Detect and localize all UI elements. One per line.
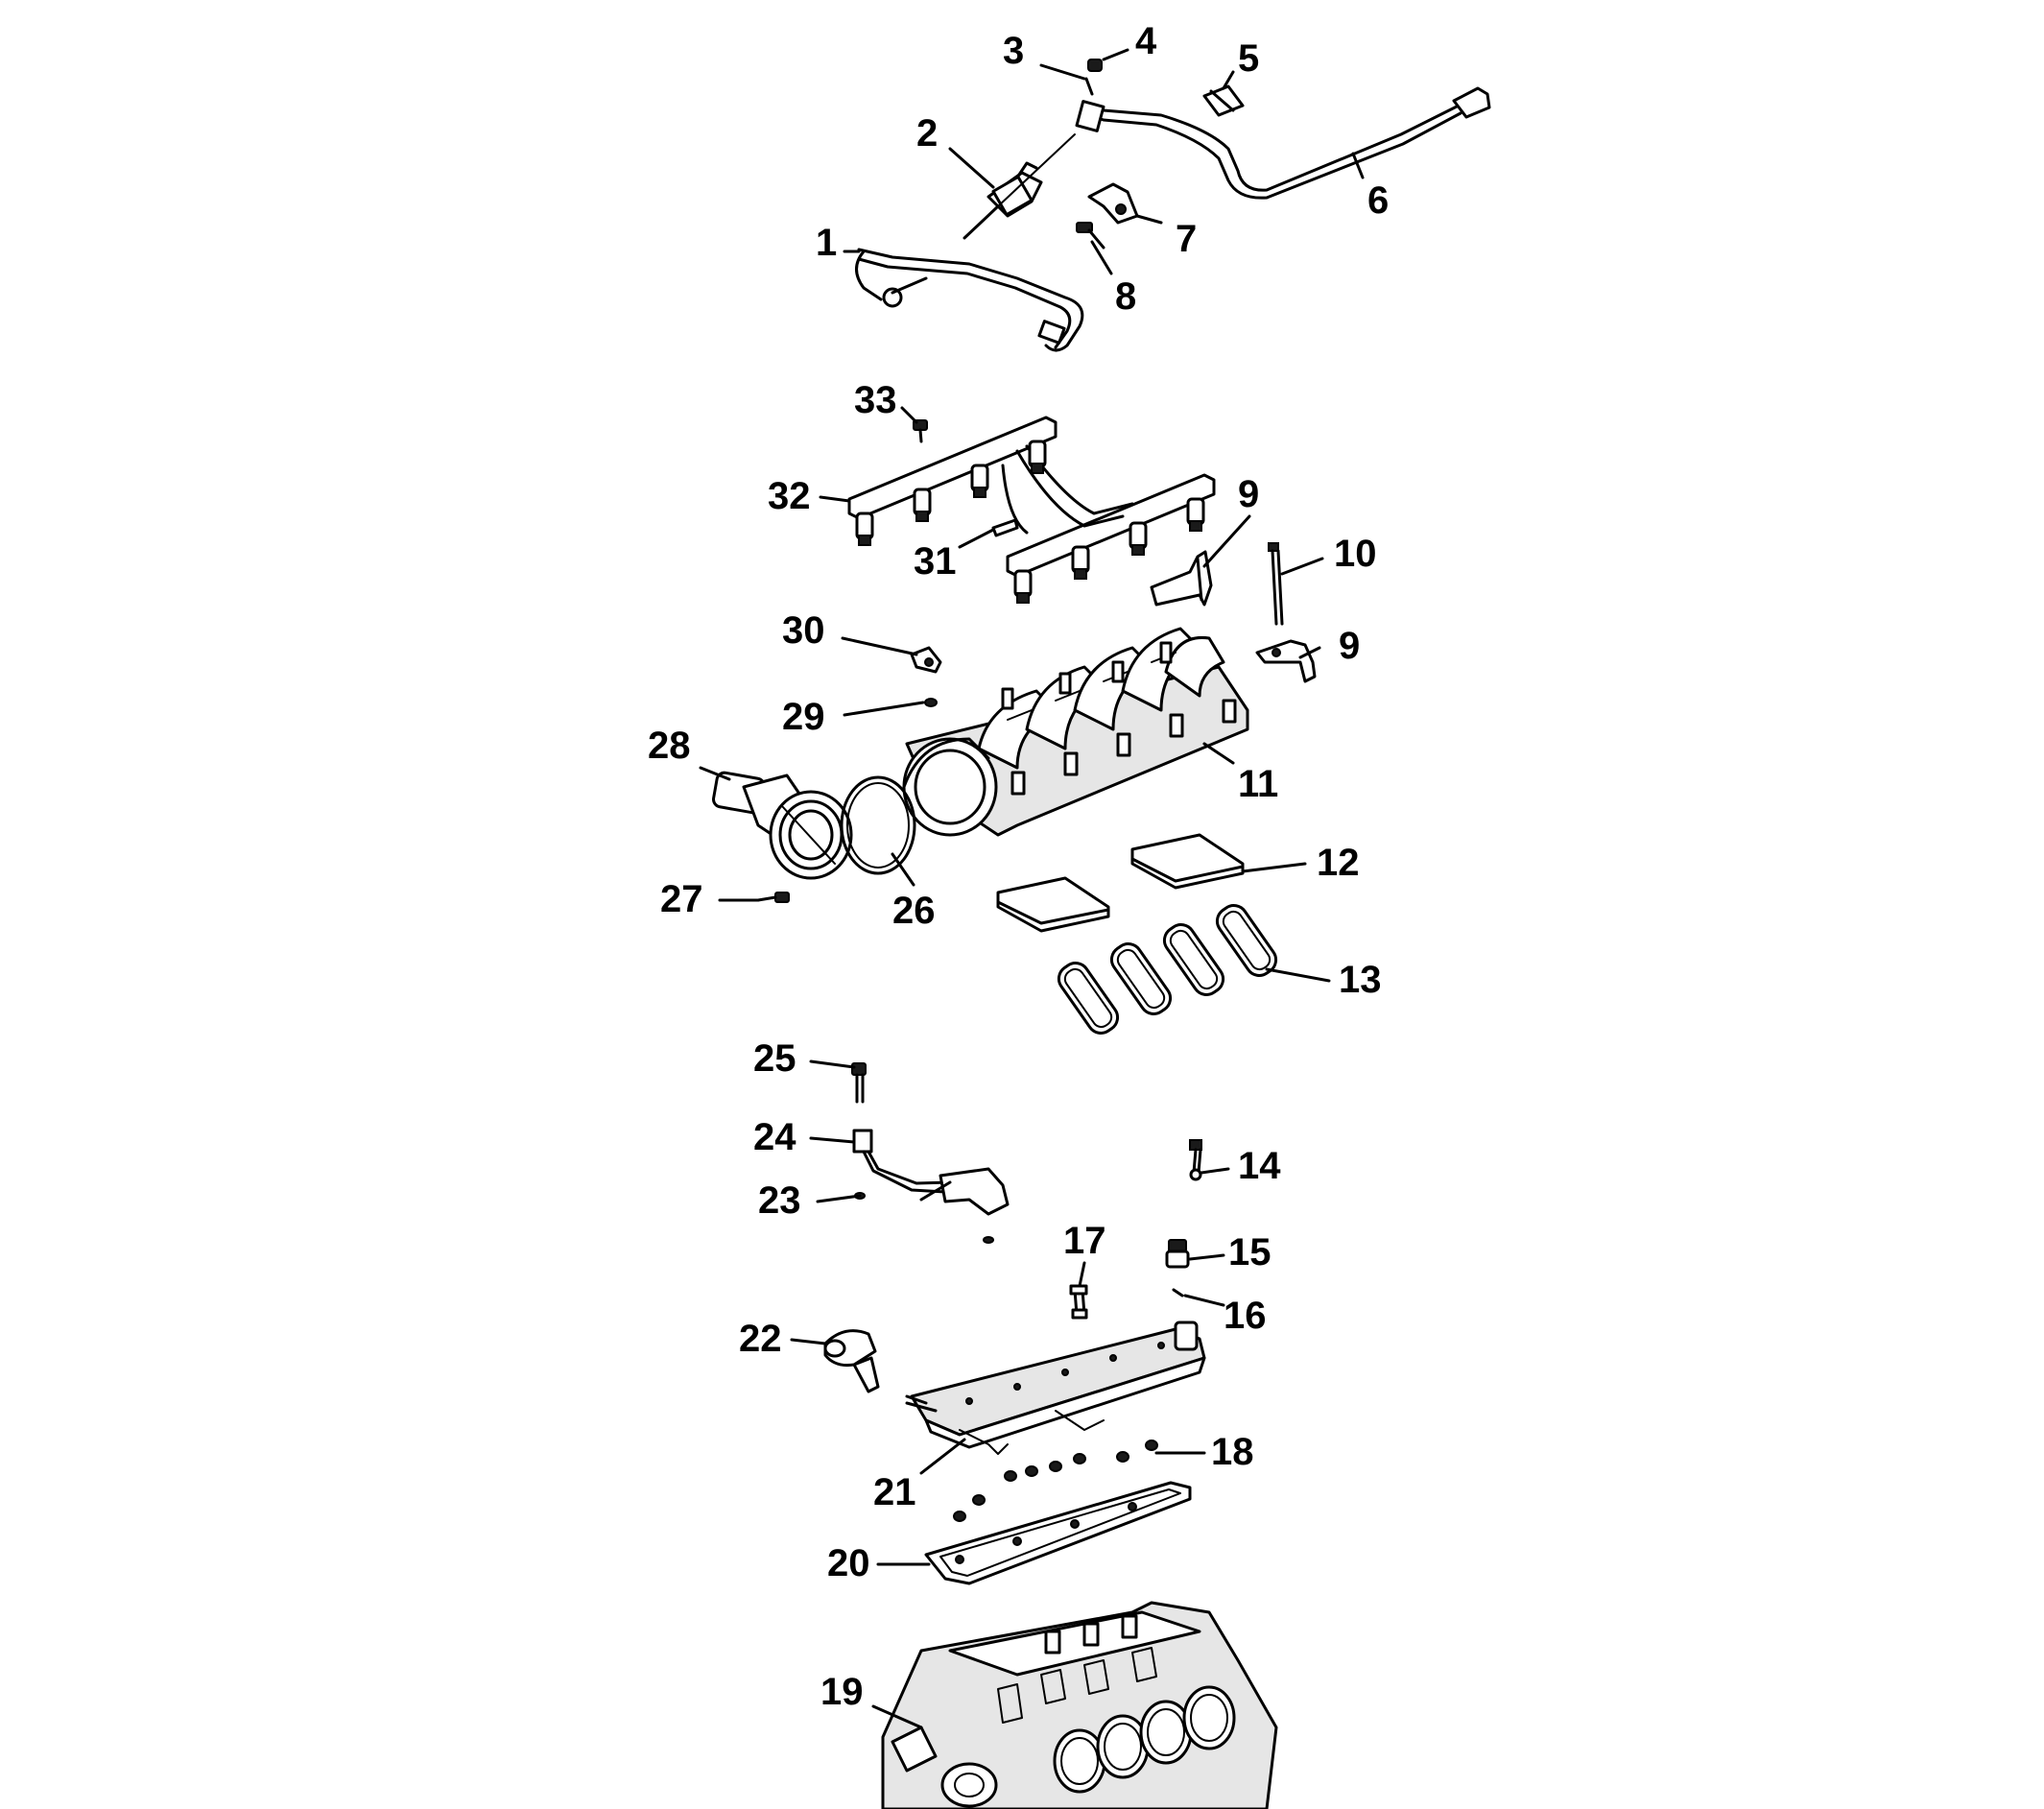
callout-9-upper: 9 bbox=[1238, 473, 1259, 515]
part-10-bolt bbox=[1268, 542, 1284, 626]
callout-7: 7 bbox=[1176, 218, 1197, 260]
callout-33: 33 bbox=[854, 379, 897, 421]
callout-1: 1 bbox=[816, 222, 837, 264]
callout-15: 15 bbox=[1228, 1231, 1272, 1273]
callout-19: 19 bbox=[820, 1671, 864, 1713]
callout-12: 12 bbox=[1317, 842, 1360, 884]
part-15-plug bbox=[1165, 1239, 1190, 1269]
part-2-fitting bbox=[963, 133, 1076, 240]
part-4-nut bbox=[1087, 59, 1103, 72]
callout-23: 23 bbox=[758, 1179, 801, 1222]
part-32-fuel-rail bbox=[847, 416, 1216, 604]
callout-13: 13 bbox=[1339, 959, 1382, 1001]
callout-32: 32 bbox=[768, 475, 811, 517]
callout-18: 18 bbox=[1211, 1431, 1254, 1473]
callout-25: 25 bbox=[753, 1037, 796, 1080]
part-24-sensor-harness bbox=[852, 1129, 1010, 1216]
part-33-bolt bbox=[913, 419, 928, 443]
part-27-bolt bbox=[756, 892, 790, 903]
part-11-intake-manifold bbox=[902, 627, 1249, 837]
callout-21: 21 bbox=[873, 1471, 916, 1513]
callout-26: 26 bbox=[892, 890, 936, 932]
seal-near-24 bbox=[983, 1236, 994, 1244]
callout-29: 29 bbox=[782, 696, 825, 738]
part-29-seal bbox=[924, 698, 938, 707]
part-9-lower-bracket bbox=[1255, 639, 1317, 683]
callout-3: 3 bbox=[1003, 30, 1024, 72]
part-21-valley-cover bbox=[905, 1321, 1206, 1455]
part-1-fuel-pipe bbox=[855, 248, 1084, 352]
callout-6: 6 bbox=[1367, 179, 1389, 222]
callout-5: 5 bbox=[1238, 37, 1259, 80]
part-18-washers bbox=[953, 1440, 1158, 1522]
callout-31: 31 bbox=[914, 540, 957, 583]
part-13-port-seals bbox=[1057, 904, 1278, 1035]
part-5-clip bbox=[1202, 84, 1245, 117]
part-8-bolt bbox=[1076, 222, 1105, 250]
part-12-pad bbox=[996, 833, 1245, 933]
part-14-bolt bbox=[1189, 1139, 1202, 1181]
callout-16: 16 bbox=[1224, 1295, 1267, 1337]
callout-10: 10 bbox=[1334, 533, 1377, 575]
callout-2: 2 bbox=[916, 112, 938, 155]
part-22-breather-hose bbox=[823, 1329, 880, 1393]
callout-14: 14 bbox=[1238, 1145, 1281, 1187]
callout-28: 28 bbox=[648, 725, 691, 767]
part-31-bracket bbox=[991, 518, 1019, 537]
callout-4: 4 bbox=[1135, 20, 1157, 62]
callout-labels: 1 2 3 4 5 6 7 8 9 9 10 11 12 13 14 15 16… bbox=[648, 20, 1389, 1713]
callout-20: 20 bbox=[827, 1542, 870, 1584]
callout-17: 17 bbox=[1063, 1220, 1106, 1262]
part-30-bracket bbox=[910, 646, 942, 674]
part-25-bolt bbox=[851, 1062, 867, 1104]
part-20-gasket bbox=[924, 1481, 1192, 1585]
part-19-engine-block bbox=[881, 1601, 1278, 1809]
callout-24: 24 bbox=[753, 1116, 796, 1158]
part-7-bracket bbox=[1087, 182, 1139, 225]
callout-27: 27 bbox=[660, 878, 703, 920]
part-16-pin bbox=[1172, 1288, 1184, 1297]
callout-22: 22 bbox=[739, 1318, 782, 1360]
callout-11: 11 bbox=[1238, 763, 1278, 805]
callout-9-lower: 9 bbox=[1339, 625, 1360, 667]
part-26-gasket bbox=[840, 775, 916, 875]
part-28-throttle-body bbox=[712, 771, 853, 880]
part-3-screw bbox=[1084, 77, 1094, 96]
part-17-stud bbox=[1069, 1284, 1088, 1320]
part-9-upper-bracket bbox=[1150, 550, 1213, 607]
part-6-fuel-line bbox=[1075, 86, 1491, 200]
callout-8: 8 bbox=[1115, 275, 1136, 318]
leader-lines bbox=[699, 48, 1365, 1729]
callout-30: 30 bbox=[782, 609, 825, 652]
